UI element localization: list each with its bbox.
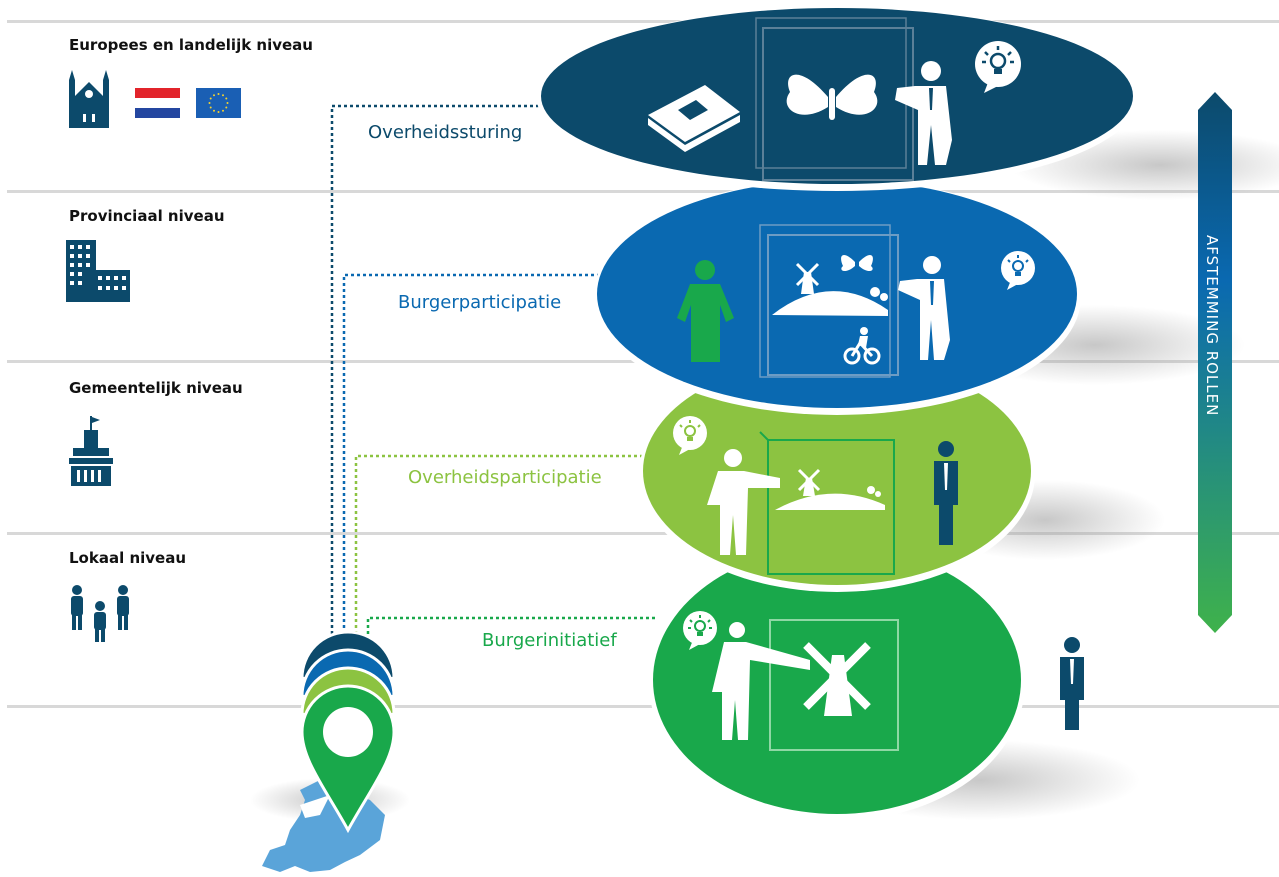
stage-disc-overheidssturing bbox=[537, 7, 1137, 191]
netherlands-flag-icon bbox=[135, 88, 180, 118]
church-icon bbox=[69, 70, 109, 128]
connector-overheidsparticipatie bbox=[354, 454, 646, 640]
scale-label: AFSTEMMING ROLLEN bbox=[1203, 235, 1221, 417]
level-divider bbox=[7, 532, 1279, 535]
afstemming-rollen-scale bbox=[1198, 92, 1232, 633]
level-title-provincial: Provinciaal niveau bbox=[69, 207, 225, 225]
stage-label-burgerinitiatief: Burgerinitiatief bbox=[476, 628, 623, 653]
level-title-municipal: Gemeentelijk niveau bbox=[69, 379, 243, 397]
level-divider bbox=[7, 705, 1279, 708]
level-title-european: Europees en landelijk niveau bbox=[69, 36, 313, 54]
level-divider bbox=[7, 20, 1279, 23]
stage-disc-overheidsparticipatie bbox=[639, 356, 1035, 592]
stage-label-overheidssturing: Overheidssturing bbox=[362, 120, 529, 145]
location-pins bbox=[300, 630, 396, 834]
level-divider bbox=[7, 190, 1279, 193]
people-group-icon bbox=[71, 585, 129, 642]
stage-disc-burgerinitiatief bbox=[649, 545, 1025, 821]
stage-label-overheidsparticipatie: Overheidsparticipatie bbox=[402, 465, 608, 490]
connector-overheidssturing bbox=[330, 104, 540, 640]
connector-burgerinitiatief bbox=[366, 616, 655, 640]
connector-burgerparticipatie bbox=[342, 273, 598, 640]
eu-flag-icon bbox=[196, 88, 241, 118]
stage-label-burgerparticipatie: Burgerparticipatie bbox=[392, 290, 568, 315]
official-icon bbox=[1060, 637, 1084, 730]
office-building-icon bbox=[66, 240, 130, 302]
town-hall-icon bbox=[69, 416, 113, 486]
stage-disc-burgerparticipatie bbox=[593, 179, 1081, 415]
level-title-local: Lokaal niveau bbox=[69, 549, 187, 567]
